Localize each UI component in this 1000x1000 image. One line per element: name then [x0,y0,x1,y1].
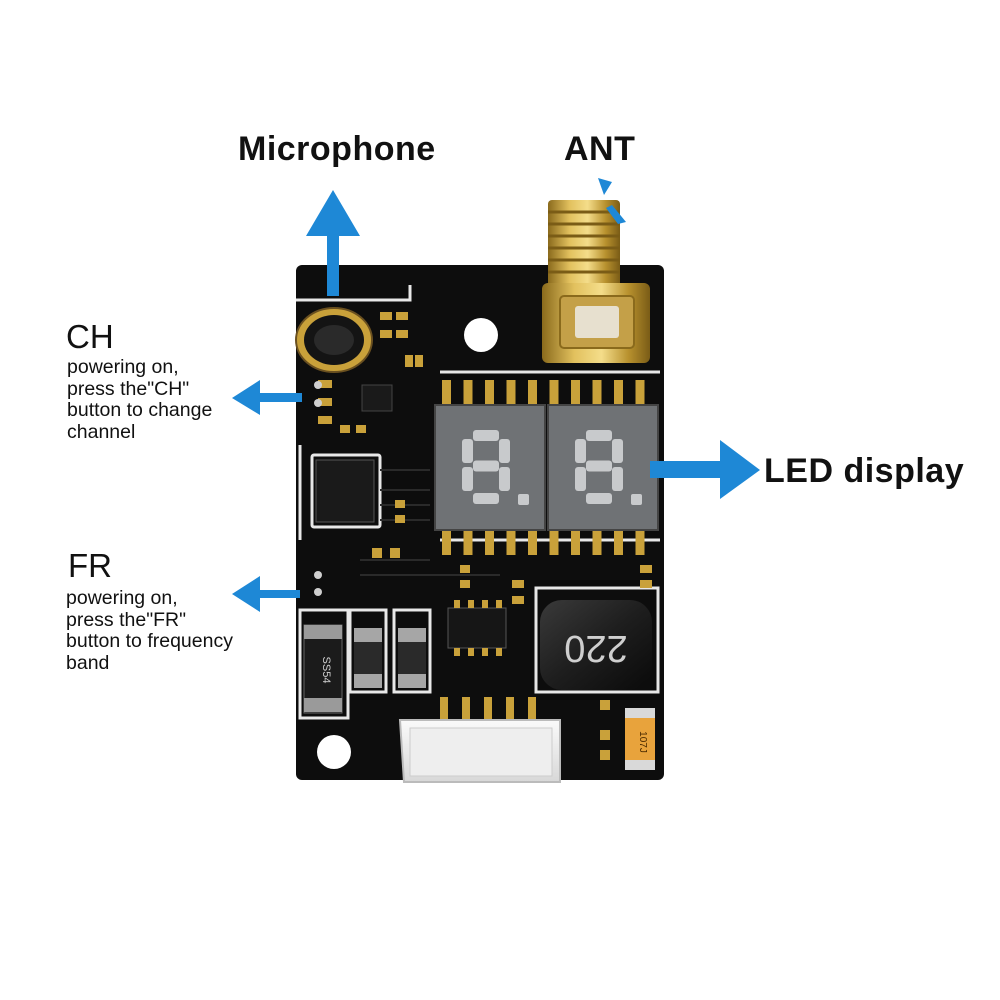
segment-f [575,439,586,463]
callout-arrows [232,178,760,612]
ch-title: CH [66,318,114,355]
segment-dp [631,494,642,505]
inductor-marking: 220 [564,627,627,669]
arrow-ch [232,380,302,415]
display-pin [463,529,473,555]
mounting-hole [464,318,498,352]
display-pin [528,380,537,406]
segment-f [462,439,473,463]
display-pin [528,529,537,555]
ch-line: button to change [67,399,213,421]
display-pin [442,380,451,406]
display-pin [463,380,473,406]
arrow-ant [598,178,612,195]
smd-capacitor-left [354,628,382,688]
mounting-hole [317,735,351,769]
ch-line: press the"CH" [67,377,190,400]
fr-line: press the"FR" [66,608,187,631]
ch-description: powering on, press the"CH" button to cha… [67,356,213,443]
diode-marking: SS54 [320,657,332,684]
cap-marking: 107J [637,731,648,753]
display-pin [571,529,580,555]
display-pin [635,380,645,406]
display-pin [506,529,516,555]
segment-e [462,467,473,491]
tantalum-capacitor: 107J [625,708,655,770]
ch-line: channel [67,420,136,443]
fr-description: powering on, press the"FR" button to fre… [66,587,233,674]
power-inductor: 220 [540,600,652,690]
antenna-connector [542,200,650,363]
segment-d [473,493,499,504]
fr-line: powering on, [66,587,178,609]
ch-line: powering on, [67,356,179,378]
segment-c [499,467,510,491]
smd-capacitor-right [398,628,426,688]
power-video-connector [398,697,561,783]
display-pin [442,529,451,555]
display-pin [485,380,494,406]
microphone-label: Microphone [238,130,436,168]
segment-e [575,467,586,491]
ant-label: ANT [564,130,636,168]
arrow-ant-tail [606,205,626,224]
display-pin [549,380,559,406]
display-pin [592,380,602,406]
smd-components [314,312,652,760]
diode-component: SS54 [303,624,343,714]
display-pin [635,529,645,555]
fr-line: band [66,651,110,674]
segment-b [612,439,623,463]
display-pin [614,380,623,406]
led-display-label: LED display [764,452,965,490]
segment-c [612,467,623,491]
led-display-module [434,380,659,555]
arrow-fr [232,576,300,612]
display-pin [592,529,602,555]
display-pin [571,380,580,406]
segment-g [473,460,499,472]
fr-title: FR [68,547,112,584]
arrow-led [650,440,760,499]
segment-d [586,493,612,504]
display-pin [549,529,559,555]
segment-a [473,430,499,441]
segment-g [586,460,612,472]
arrow-microphone [306,190,360,296]
display-pin [506,380,516,406]
segment-a [586,430,612,441]
fr-line: button to frequency [66,630,233,652]
segment-dp [518,494,529,505]
segment-b [499,439,510,463]
display-pin [485,529,494,555]
microphone-capsule [295,307,373,373]
display-pin [614,529,623,555]
